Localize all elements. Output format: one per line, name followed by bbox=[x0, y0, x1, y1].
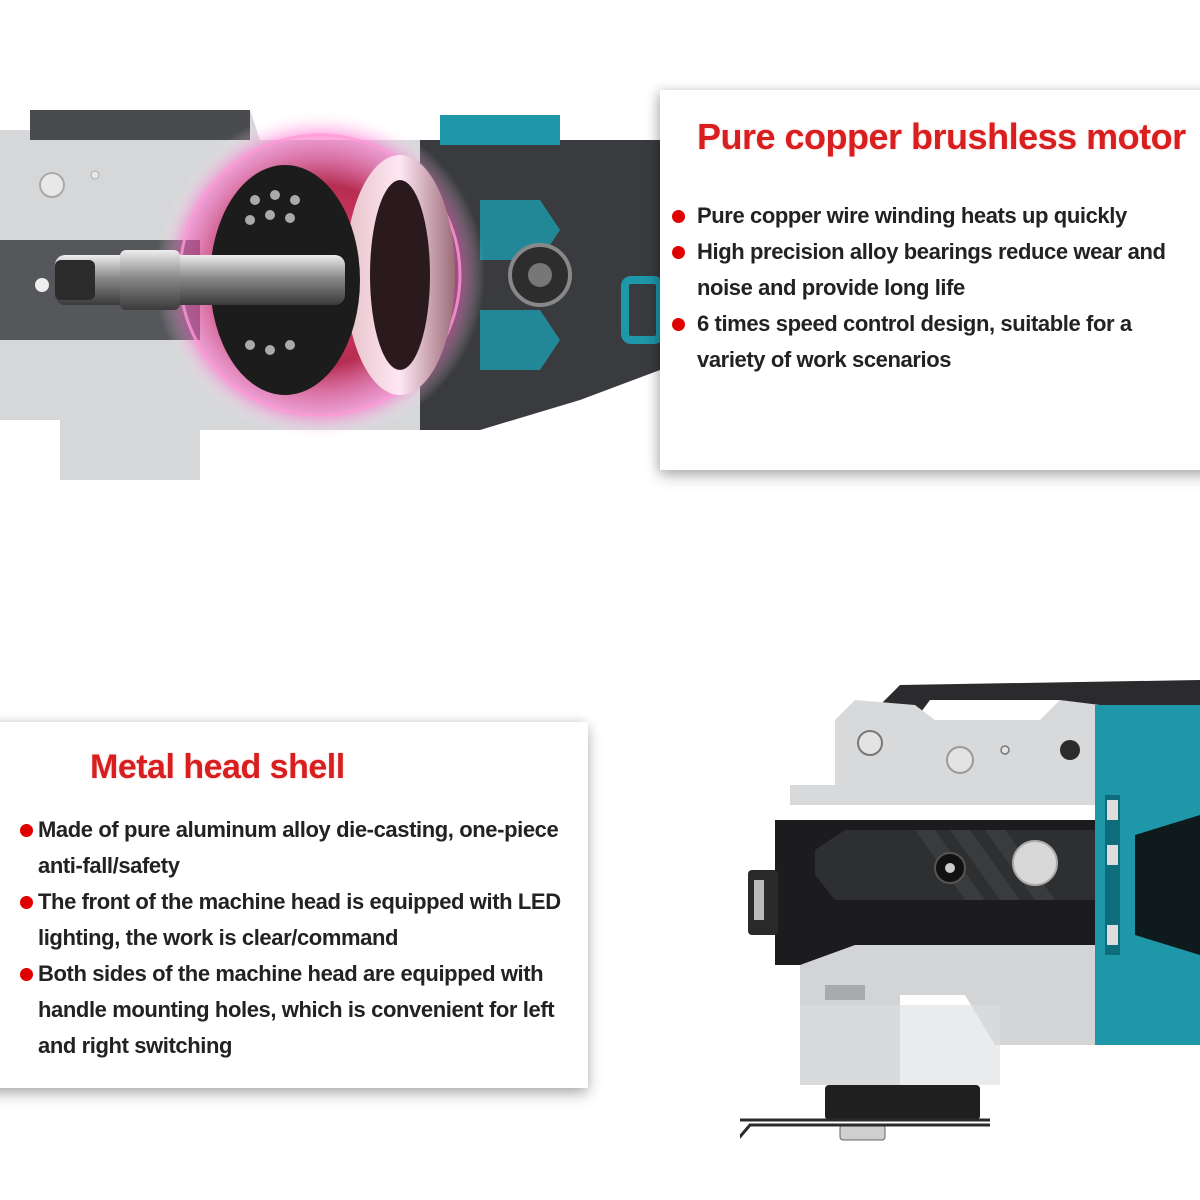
bullet-dot-icon bbox=[672, 246, 685, 259]
motor-feature-list: Pure copper wire winding heats up quickl… bbox=[670, 198, 1200, 378]
bullet-dot-icon bbox=[20, 968, 33, 981]
bullet-dot-icon bbox=[20, 896, 33, 909]
bullet-dot-icon bbox=[672, 210, 685, 223]
bullet-dot-icon bbox=[20, 824, 33, 837]
bullet-dot-icon bbox=[672, 318, 685, 331]
motor-info-panel: Pure copper brushless motor Pure copper … bbox=[660, 90, 1200, 470]
oscillating-tool-head-icon bbox=[740, 680, 1200, 1141]
head-shell-info-panel: Metal head shell Made of pure aluminum a… bbox=[0, 722, 588, 1088]
brushless-motor-cutaway-icon bbox=[0, 110, 660, 480]
head-shell-feature-list: Made of pure aluminum alloy die-casting,… bbox=[18, 812, 588, 1064]
motor-feature-item: Pure copper wire winding heats up quickl… bbox=[670, 198, 1200, 234]
head-shell-panel-title: Metal head shell bbox=[90, 748, 345, 786]
motor-panel-title: Pure copper brushless motor bbox=[697, 116, 1186, 157]
motor-feature-item: 6 times speed control design, suitable f… bbox=[670, 306, 1200, 378]
head-shell-feature-item: Made of pure aluminum alloy die-casting,… bbox=[18, 812, 588, 884]
head-shell-feature-item: Both sides of the machine head are equip… bbox=[18, 956, 588, 1064]
head-shell-feature-item: The front of the machine head is equippe… bbox=[18, 884, 588, 956]
motor-feature-item: High precision alloy bearings reduce wea… bbox=[670, 234, 1200, 306]
